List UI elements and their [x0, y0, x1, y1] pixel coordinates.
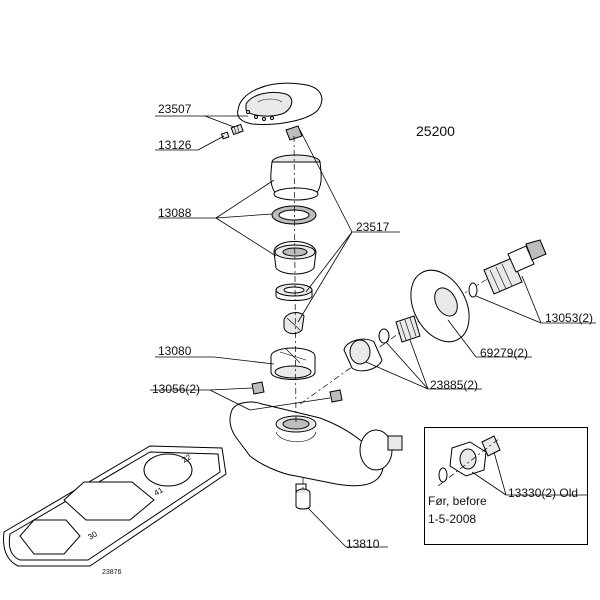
- coupling-nut-part: [343, 338, 383, 372]
- spacer-ring-part: [275, 283, 313, 301]
- label-13810: 13810: [346, 537, 380, 551]
- inset-note-line1: Før, before: [428, 494, 487, 508]
- clip-part: [285, 125, 303, 141]
- side-screws-part: [251, 381, 343, 403]
- leader-lines: [150, 115, 596, 548]
- pin-part: [283, 312, 305, 335]
- label-23885: 23885(2): [430, 378, 479, 392]
- label-23507: 23507: [158, 102, 192, 116]
- inset-old-part-drawing: [437, 435, 501, 487]
- inset-old-version-panel: [424, 427, 588, 545]
- label-13088: 13088: [158, 206, 192, 220]
- o-ring-part: [378, 328, 390, 344]
- washer-part: [468, 282, 478, 298]
- escutcheon-part: [410, 269, 470, 343]
- inset-note-line2: 1-5-2008: [428, 512, 477, 526]
- screw-part: [220, 123, 244, 140]
- mixer-body-part: [229, 401, 403, 495]
- handle-lever-part: [237, 82, 323, 125]
- cap-part: [270, 154, 322, 201]
- aerator-part: [295, 488, 311, 510]
- locking-ring-part: [271, 205, 317, 225]
- label-13080: 13080: [158, 344, 192, 358]
- label-23517: 23517: [356, 220, 390, 234]
- inset-part-label: 13330(2) Old: [508, 486, 579, 500]
- label-23876: 23876: [102, 569, 122, 576]
- connector-part: [395, 315, 421, 343]
- s-union-part: [483, 239, 547, 295]
- label-13056: 13056(2): [152, 382, 201, 396]
- cartridge-part: [270, 347, 316, 380]
- label-13053: 13053(2): [545, 311, 594, 325]
- label-69279: 69279(2): [480, 346, 529, 360]
- diagram-title: 25200: [416, 123, 455, 139]
- label-13126: 13126: [158, 138, 192, 152]
- wrench-tool: [3, 445, 227, 567]
